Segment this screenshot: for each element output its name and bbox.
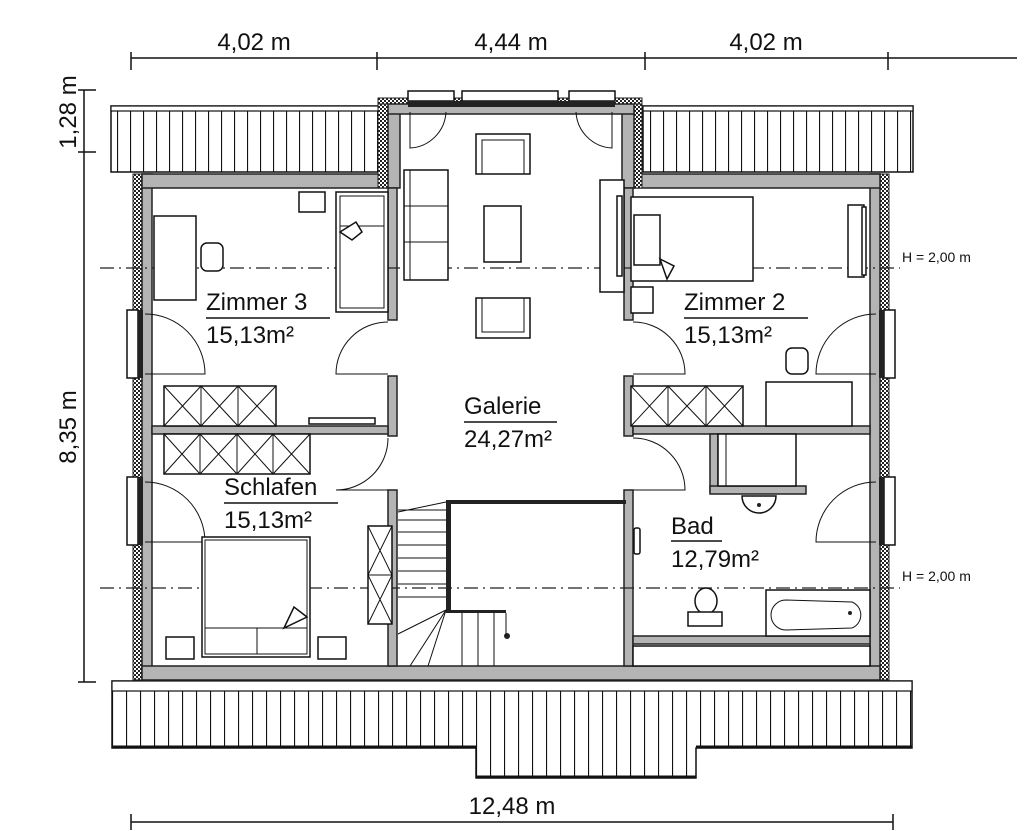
room-label-schlafen: Schlafen 15,13m² [224, 474, 338, 534]
staircase [397, 500, 641, 667]
dim-top-center: 4,44 m [474, 29, 547, 56]
roof-top-left [110, 105, 382, 173]
room-label-bad: Bad 12,79m² [671, 513, 759, 573]
dim-top-right: 4,02 m [729, 29, 802, 56]
svg-text:24,27m²: 24,27m² [464, 426, 552, 453]
top-dimension: 4,02 m 4,44 m 4,02 m [130, 29, 1017, 70]
schlafen-furniture [163, 433, 393, 660]
svg-text:12,79m²: 12,79m² [671, 546, 759, 573]
svg-text:Galerie: Galerie [464, 393, 541, 420]
bottom-dimension: 12,48 m [130, 793, 894, 830]
zimmer2-furniture [630, 196, 867, 427]
bad-furniture [632, 433, 871, 667]
roof-top-right [642, 105, 914, 173]
side-windows [126, 309, 896, 546]
dim-top-left: 4,02 m [217, 29, 290, 56]
zimmer3-furniture [153, 191, 389, 427]
height-label-lower: H = 2,00 m [902, 568, 971, 584]
svg-text:15,13m²: 15,13m² [684, 322, 772, 349]
room-label-galerie: Galerie 24,27m² [464, 393, 557, 453]
svg-text:Zimmer 2: Zimmer 2 [684, 289, 785, 316]
left-dimension: 1,28 m 8,35 m [55, 75, 96, 683]
svg-text:Schlafen: Schlafen [224, 474, 317, 501]
dim-left-main: 8,35 m [55, 390, 82, 463]
door-swings [144, 313, 877, 543]
svg-text:Zimmer 3: Zimmer 3 [206, 289, 307, 316]
dim-bottom: 12,48 m [469, 793, 556, 820]
svg-text:15,13m²: 15,13m² [224, 507, 312, 534]
dormer-windows [407, 90, 616, 149]
svg-text:15,13m²: 15,13m² [206, 322, 294, 349]
room-label-zimmer2: Zimmer 2 15,13m² [684, 289, 808, 349]
height-label-upper: H = 2,00 m [902, 249, 971, 265]
roof-bottom [111, 680, 913, 779]
dim-left-top: 1,28 m [55, 75, 82, 148]
room-label-zimmer3: Zimmer 3 15,13m² [206, 289, 330, 349]
svg-text:Bad: Bad [671, 513, 714, 540]
galerie-furniture [403, 133, 625, 339]
